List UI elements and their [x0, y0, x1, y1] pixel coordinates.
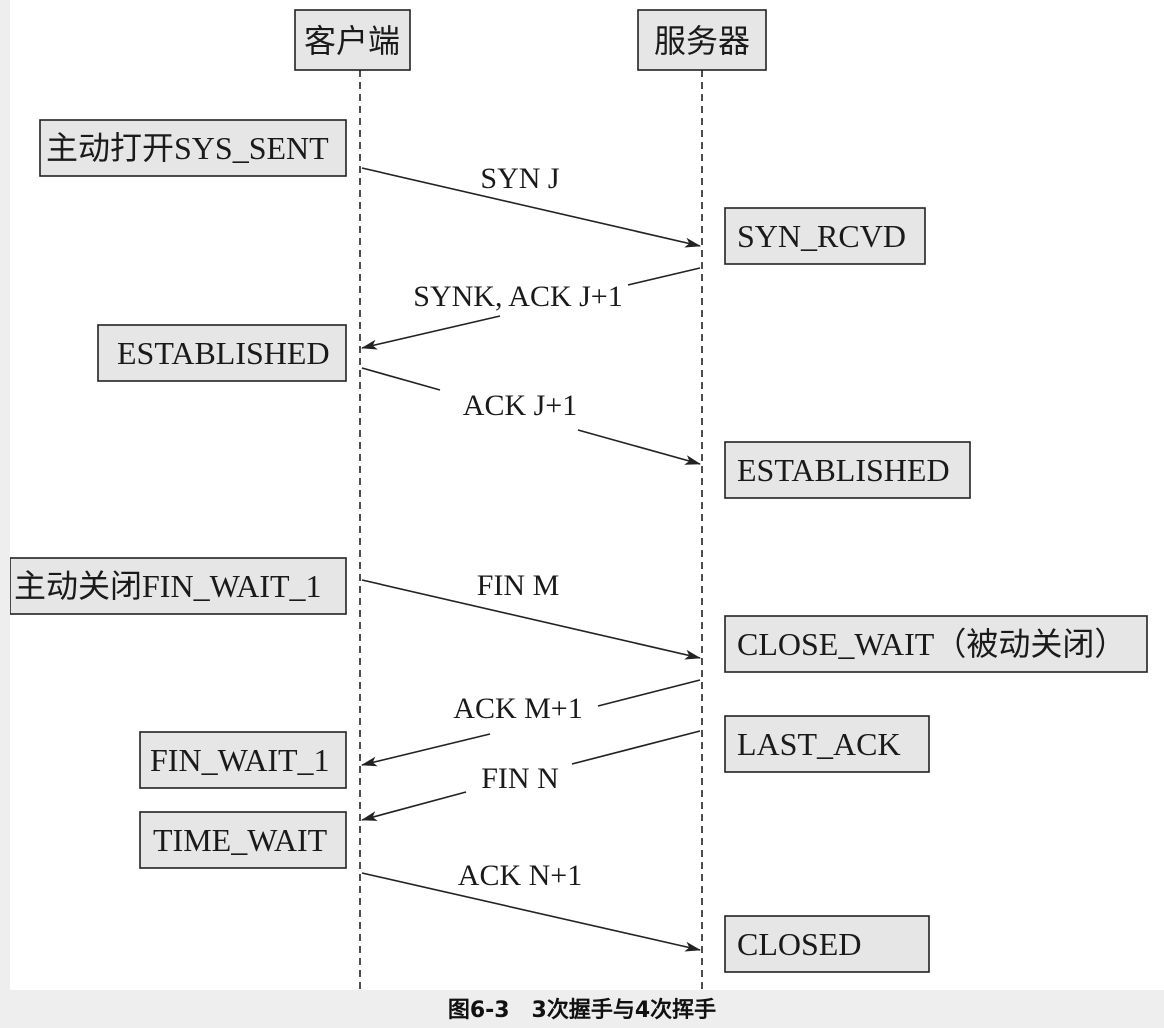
server-state-closed: CLOSED	[724, 915, 930, 973]
message-syn: SYN J	[361, 162, 701, 248]
client-state-label: 主动打开SYS_SENT	[46, 130, 329, 166]
message-ack-m: ACK M+1	[361, 679, 701, 767]
client-state-time-wait: TIME_WAIT	[139, 811, 347, 869]
sequence-diagram: 客户端 服务器 主动打开SYS_SENT ESTABLISHED 主动关闭FIN…	[10, 9, 1148, 990]
figure-caption: 图6-3 3次握手与4次挥手	[447, 998, 717, 1023]
server-state-established: ESTABLISHED	[724, 441, 971, 499]
actor-client: 客户端	[294, 9, 411, 71]
server-state-close-wait: CLOSE_WAIT（被动关闭）	[724, 615, 1148, 673]
actor-server: 服务器	[637, 9, 767, 71]
message-syn-ack: SYNK, ACK J+1	[361, 267, 701, 350]
actor-server-label: 服务器	[654, 23, 750, 59]
message-label: FIN M	[477, 569, 560, 602]
message-ack: ACK J+1	[361, 367, 701, 465]
message-ack-n: ACK N+1	[361, 859, 701, 952]
client-state-label: 主动关闭FIN_WAIT_1	[14, 568, 322, 604]
client-state-fin-wait: FIN_WAIT_1	[139, 731, 347, 789]
client-state-label: FIN_WAIT_1	[150, 742, 330, 778]
message-label: SYN J	[480, 162, 560, 195]
client-state-label: TIME_WAIT	[153, 822, 328, 858]
client-state-active-close: 主动关闭FIN_WAIT_1	[10, 557, 347, 615]
message-label: ACK M+1	[453, 692, 582, 725]
server-state-label: LAST_ACK	[737, 726, 901, 762]
diagram-canvas: 客户端 服务器 主动打开SYS_SENT ESTABLISHED 主动关闭FIN…	[10, 0, 1164, 990]
client-state-established: ESTABLISHED	[97, 324, 347, 382]
message-fin-m: FIN M	[361, 569, 701, 660]
server-state-label: CLOSE_WAIT（被动关闭）	[737, 626, 1126, 662]
message-fin-n: FIN N	[361, 730, 701, 821]
message-label: SYNK, ACK J+1	[413, 280, 622, 313]
server-state-label: CLOSED	[737, 926, 861, 962]
server-state-syn-rcvd: SYN_RCVD	[724, 207, 926, 265]
server-state-last-ack: LAST_ACK	[724, 715, 930, 773]
message-label: FIN N	[481, 762, 559, 795]
actor-client-label: 客户端	[304, 23, 400, 59]
server-state-label: ESTABLISHED	[737, 452, 950, 488]
message-label: ACK J+1	[463, 389, 577, 422]
client-state-label: ESTABLISHED	[117, 335, 330, 371]
server-state-label: SYN_RCVD	[737, 218, 906, 254]
client-state-active-open: 主动打开SYS_SENT	[39, 119, 347, 177]
message-label: ACK N+1	[458, 859, 582, 892]
